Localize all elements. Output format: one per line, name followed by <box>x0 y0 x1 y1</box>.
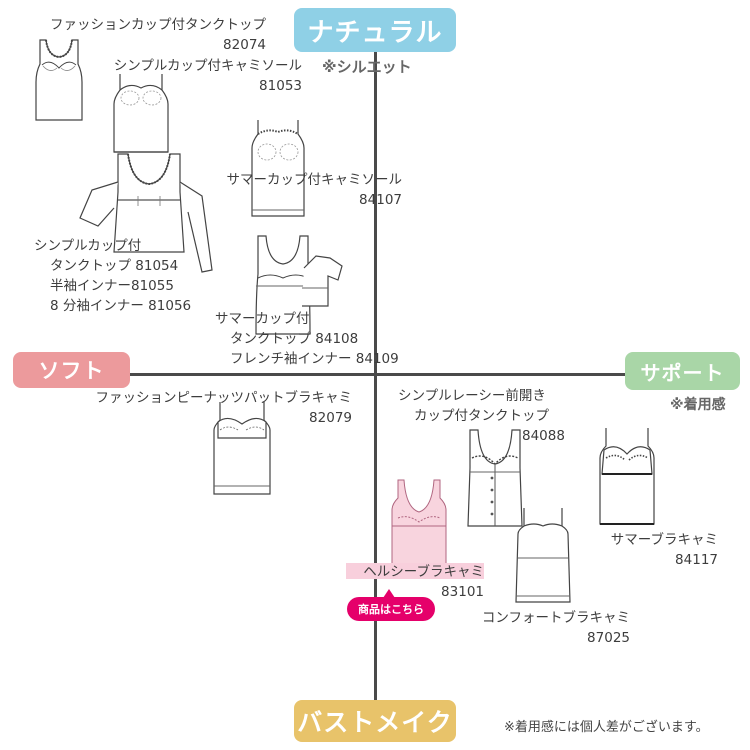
short-sleeve-inner-icon <box>255 235 343 335</box>
item-code: 82079 <box>309 410 352 426</box>
camisole-icon <box>113 74 169 153</box>
front-opening-tank-icon <box>467 429 523 527</box>
axis-note-fit: ※着用感 <box>670 397 726 413</box>
item-name: ファッションピーナッツパットブラキャミ <box>95 390 353 406</box>
item-code: 84088 <box>522 428 565 444</box>
item-line: タンクトップ 81054 <box>50 258 179 274</box>
axis-label-natural: ナチュラル <box>294 8 456 52</box>
item-label-87025[interactable]: コンフォートブラキャミ 87025 <box>460 608 630 648</box>
item-code: 87025 <box>587 630 630 646</box>
disclaimer-note: ※着用感には個人差がございます。 <box>504 720 709 735</box>
item-code: 84117 <box>675 552 718 568</box>
item-name: コンフォートブラキャミ <box>481 610 630 626</box>
bra-camisole-icon <box>599 428 655 525</box>
long-sleeve-inner-icon <box>79 153 213 273</box>
item-label-81053[interactable]: シンプルカップ付キャミソール 81053 <box>90 56 302 96</box>
item-label-84107[interactable]: サマーカップ付キャミソール 84107 <box>200 170 403 210</box>
item-label-83101[interactable]: ヘルシーブラキャミ 83101 <box>344 562 484 602</box>
item-name: ファッションカップ付タンクトップ <box>50 17 266 33</box>
item-line: シンプルカップ付 <box>34 238 142 254</box>
item-highlight-83101 <box>346 563 484 579</box>
item-name: ヘルシーブラキャミ <box>363 564 484 580</box>
item-line: サマーカップ付 <box>215 311 310 327</box>
tank-top-icon <box>35 39 83 121</box>
item-line: フレンチ袖インナー 84109 <box>230 351 399 367</box>
item-line: 半袖インナー81055 <box>50 278 174 294</box>
item-line: カップ付タンクトップ <box>414 408 549 424</box>
item-label-8410x[interactable]: サマーカップ付 タンクトップ 84108 フレンチ袖インナー 84109 <box>215 309 399 369</box>
item-label-82079[interactable]: ファッションピーナッツパットブラキャミ 82079 <box>62 388 353 428</box>
axis-label-support: サポート <box>625 352 740 390</box>
item-code: 81053 <box>259 78 302 94</box>
horizontal-axis <box>128 373 628 376</box>
item-name: シンプルカップ付キャミソール <box>113 58 302 74</box>
cta-pointer <box>383 589 395 598</box>
item-label-84117[interactable]: サマーブラキャミ 84117 <box>580 530 718 570</box>
camisole-icon <box>515 508 571 603</box>
item-line: 8 分袖インナー 81056 <box>50 298 192 314</box>
axis-label-soft: ソフト <box>13 352 130 388</box>
axis-label-bust-make: バストメイク <box>294 700 456 742</box>
item-name: サマーブラキャミ <box>610 532 718 548</box>
axis-note-silhouette: ※シルエット <box>322 58 412 76</box>
item-code: 82074 <box>223 37 266 53</box>
item-code: 83101 <box>441 584 484 600</box>
item-label-8105x[interactable]: シンプルカップ付 タンクトップ 81054 半袖インナー81055 8 分袖イン… <box>34 236 191 316</box>
product-link-button[interactable]: 商品はこちら <box>347 597 435 621</box>
item-name: サマーカップ付キャミソール <box>226 172 403 188</box>
bra-camisole-icon <box>213 402 271 495</box>
item-label-84088[interactable]: シンプルレーシー前開き カップ付タンクトップ 84088 <box>398 386 565 446</box>
camisole-icon <box>251 120 305 217</box>
vertical-axis <box>374 50 377 710</box>
bra-camisole-icon <box>391 479 447 573</box>
item-code: 84107 <box>359 192 402 208</box>
item-line: シンプルレーシー前開き <box>398 388 546 404</box>
item-label-82074[interactable]: ファッションカップ付タンクトップ 82074 <box>8 15 266 55</box>
item-line: タンクトップ 84108 <box>230 331 359 347</box>
